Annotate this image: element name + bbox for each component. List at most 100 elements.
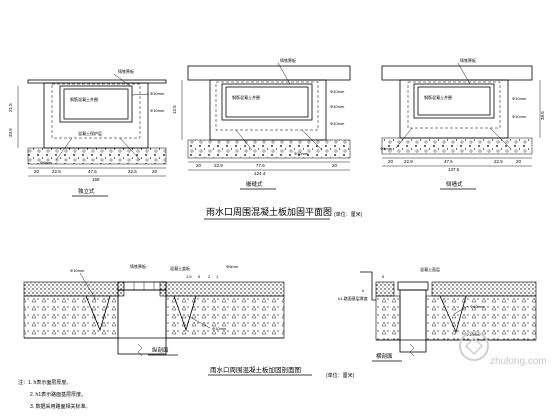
sec1-label-5: 5 <box>198 274 201 279</box>
anchor-bar <box>55 137 73 161</box>
outer-frame <box>209 79 327 141</box>
plan1-dim-3: 22.5 <box>128 169 137 174</box>
sec2-label-1: 5 <box>382 274 385 279</box>
leader-line <box>453 305 469 315</box>
grate-inner <box>225 86 309 118</box>
grate-frame <box>59 85 133 123</box>
leader-line <box>131 93 150 96</box>
break-mark <box>137 343 143 357</box>
plan1-caption: 独立式 <box>78 187 95 195</box>
top-line <box>27 79 167 84</box>
plan2-hdim-0: 12.5 <box>172 105 177 114</box>
plan1-dim-1: 22.5 <box>52 169 61 174</box>
leader-line <box>79 272 97 301</box>
note-line-3: 3. 数据采用路面相关标准。 <box>30 403 91 410</box>
plan3-dim-2: 47.5 <box>444 159 453 164</box>
pavement-layer-right <box>431 281 537 297</box>
section-unit-note: (单位：厘米) <box>326 372 355 379</box>
grate-inner <box>417 86 491 116</box>
leader-line <box>113 73 131 87</box>
sec1-label-8: Φ10mm <box>212 326 227 331</box>
plan1-dim-total: 159 <box>92 177 100 182</box>
plan2-label-0: 钢筋混凝土井圈 <box>232 94 260 100</box>
leader-line <box>277 62 291 85</box>
sec2-caption: 横剖面 <box>376 352 393 360</box>
grate-frame <box>221 83 313 121</box>
grate-inner <box>63 88 129 120</box>
sec1-label-6: 2 <box>208 274 211 279</box>
plan2-dim-total: 124.4 <box>254 171 266 176</box>
top-band <box>381 65 533 81</box>
note-line-2: 2. h1表示路面基层厚度。 <box>30 391 86 398</box>
plan1-label-0: 钢筋混凝土井圈 <box>70 96 98 102</box>
sec1-caption: 纵剖面 <box>152 346 169 354</box>
anchor-rebar <box>439 295 467 334</box>
plan-view-3: 钢筋混凝土井圈 Φ10mm Φ10mm 铸铁箅板 Φ6mm 20 22.9 47… <box>380 57 545 190</box>
sec2-label-3: h1-路面基层厚度 <box>338 295 368 301</box>
rebar-line <box>215 81 319 131</box>
plan1-label-2: Φ10mm <box>150 108 165 113</box>
plan2-label-3: Φ10mm <box>330 121 345 126</box>
plan3-label-0: 钢筋混凝土井圈 <box>424 94 452 100</box>
plan1-label-1: Φ10mm <box>150 91 165 96</box>
break-mark <box>409 343 415 357</box>
sec1-label-3: Φ6mm <box>226 264 239 269</box>
outer-frame <box>399 79 509 139</box>
sec1-label-2: 混凝土盖板 <box>170 265 190 271</box>
anchor-bar <box>395 127 413 149</box>
base-layer-right <box>165 295 285 339</box>
sec2-label-5: Φ10mm <box>466 332 481 337</box>
plan1-dim-4: 20 <box>152 169 158 174</box>
plan3-dim-0: 20 <box>388 159 394 164</box>
pavement-layer-right <box>159 281 285 297</box>
plan3-caption: 侧墙式 <box>446 180 463 188</box>
leader-line <box>457 62 471 85</box>
pavement-layer-left <box>23 281 125 297</box>
section-title: 雨水口周围混凝土板加固剖面图 <box>210 365 301 374</box>
sec2-label-2: h <box>362 288 364 293</box>
plan2-dim-2: 77.6 <box>256 163 265 168</box>
notes-block: 注：1. h表示面层厚度。 2. h1表示路面基层厚度。 3. 数据采用路面相关… <box>18 379 91 410</box>
plan2-dim-0: 20 <box>196 163 202 168</box>
plan2-dim-3: 20 <box>332 163 338 168</box>
rebar-line <box>51 83 141 139</box>
plan3-label-2: Φ10mm <box>512 114 527 119</box>
plan1-label-3: 铸铁箅板 <box>118 68 134 74</box>
plan3-hdim-0: 38.5 <box>540 111 545 120</box>
slab-strip <box>381 137 533 155</box>
watermark-text: zhulong.com <box>490 356 547 367</box>
plan3-dim-total: 137.5 <box>448 167 460 172</box>
plan3-label-4: Φ6mm <box>380 146 393 151</box>
watermark: zhulong.com <box>459 331 547 367</box>
grate-frame <box>413 83 495 119</box>
plan1-dim-0: 20 <box>34 169 40 174</box>
plan1-dim-2: 47.5 <box>88 169 97 174</box>
leader-line <box>187 315 211 329</box>
anchor-bar <box>119 137 141 161</box>
plan2-label-2: Φ10mm <box>330 104 345 109</box>
plan1-hdim-0: 21.5 <box>8 103 13 112</box>
curb <box>360 271 376 301</box>
anchor-bar <box>301 129 323 151</box>
zhulong-logo-icon <box>459 331 489 361</box>
sec1-label-1: 铸铁箅板 <box>130 263 146 269</box>
anchor-rebar-right <box>173 295 197 332</box>
plan-view-2: 钢筋混凝土井圈 Φ10mm Φ10mm Φ10mm 铸铁箅板 Φ10mm 20 … <box>172 57 351 190</box>
sec1-label-4: 1.5 <box>186 274 192 279</box>
inlet-pit <box>399 289 427 353</box>
plan3-dim-4: 20 <box>516 159 522 164</box>
top-band <box>187 65 351 81</box>
plan-view-1: 钢筋混凝土井圈 Φ10mm Φ10mm 铸铁箅板 混凝土保护层 Φ6mm 20 … <box>8 68 167 197</box>
rebar-line <box>407 81 501 129</box>
grate <box>117 281 167 291</box>
sec1-label-0: Φ10mm <box>70 268 85 273</box>
plan2-caption: 嵌缝式 <box>246 180 263 188</box>
anchor-rebar-left <box>85 295 111 332</box>
plan3-label-3: 铸铁箅板 <box>460 57 476 63</box>
anchor-bar <box>489 127 511 149</box>
plan3-dim-1: 22.9 <box>404 159 413 164</box>
sec1-label-7: 1 <box>216 274 219 279</box>
sec2-label-0: 混凝土面层 <box>420 266 440 272</box>
